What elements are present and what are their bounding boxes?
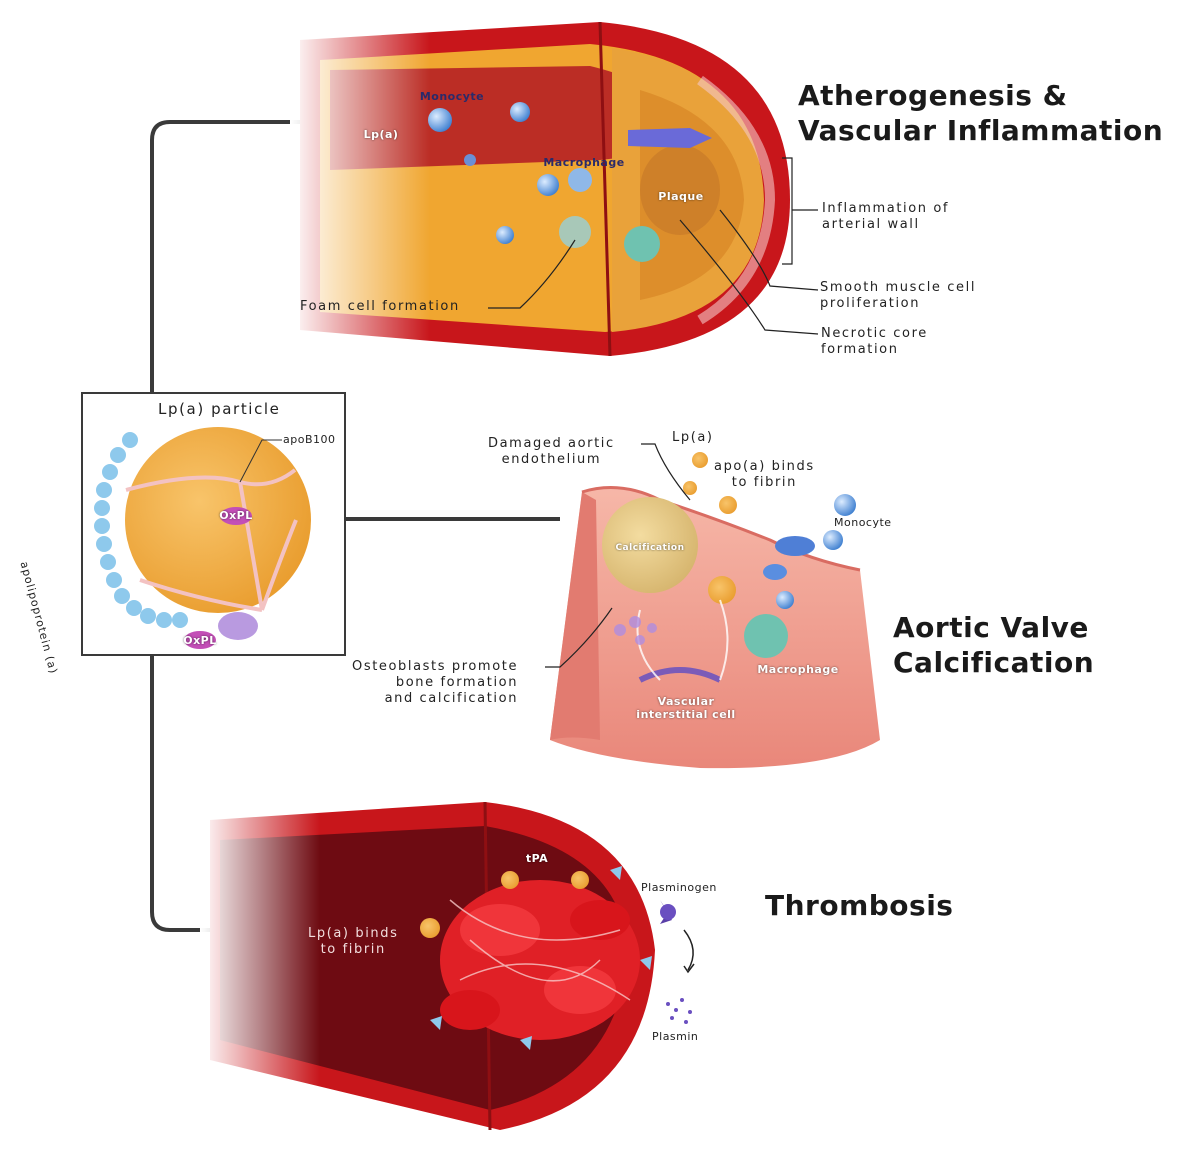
damaged-endothelium-label: Damaged aortic endothelium (488, 436, 615, 467)
smooth-muscle-label: Smooth muscle cell proliferation (820, 280, 977, 311)
tpa-label: tPA (525, 852, 549, 865)
connector-bottom (150, 655, 215, 932)
fade-top (290, 20, 430, 360)
osteoblasts-label: Osteoblasts promote bone formation and c… (352, 659, 519, 706)
leader-lines (488, 157, 819, 668)
aortic-valve-tissue (550, 452, 880, 769)
title-thrombosis: Thrombosis (765, 889, 954, 922)
lpa-binds-fibrin-label: Lp(a) binds to fibrin (308, 926, 399, 957)
connector-top (150, 120, 300, 392)
oxpl-bubble-1 (220, 507, 252, 525)
apob100-label: apoB100 (283, 433, 336, 446)
oxpl-label-2: OxPL (183, 634, 217, 647)
title-aortic-valve: Aortic Valve Calcification (893, 611, 1095, 679)
oxpl-bubble-2 (184, 631, 216, 649)
lpa-label-middle: Lp(a) (672, 430, 714, 445)
lpa-core (125, 427, 311, 613)
apoa-binds-label: apo(a) binds to fibrin (714, 459, 815, 490)
calcification-label: Calcification (615, 543, 685, 553)
particle-title: Lp(a) particle (158, 400, 281, 418)
artery-thrombosis (210, 801, 695, 1131)
plasminogen-label: Plasminogen (641, 881, 717, 894)
lpa-label-top: Lp(a) (363, 128, 399, 141)
connector-lines (150, 120, 560, 932)
necrotic-core-label: Necrotic core formation (821, 326, 928, 357)
clot-mass (440, 880, 640, 1040)
plasmin-label: Plasmin (652, 1030, 699, 1043)
macrophage-label-middle: Macrophage (757, 663, 839, 676)
lpa-particle-box (81, 392, 346, 656)
foam-cell-label: Foam cell formation (300, 299, 460, 314)
apolipoprotein-chain (94, 432, 188, 628)
vic-label: Vascular interstitial cell (636, 695, 736, 721)
fade-bottom (200, 800, 320, 1140)
monocyte-label-top: Monocyte (419, 90, 485, 103)
oxpl-label-1: OxPL (219, 509, 253, 522)
inflammation-label: Inflammation of arterial wall (822, 201, 950, 232)
monocyte-label-middle: Monocyte (834, 516, 892, 529)
macrophage-label-top: Macrophage (543, 156, 625, 169)
calcification-nodule (602, 497, 698, 593)
plaque-label: Plaque (658, 190, 704, 203)
title-atherogenesis: Atherogenesis & Vascular Inflammation (798, 79, 1164, 147)
